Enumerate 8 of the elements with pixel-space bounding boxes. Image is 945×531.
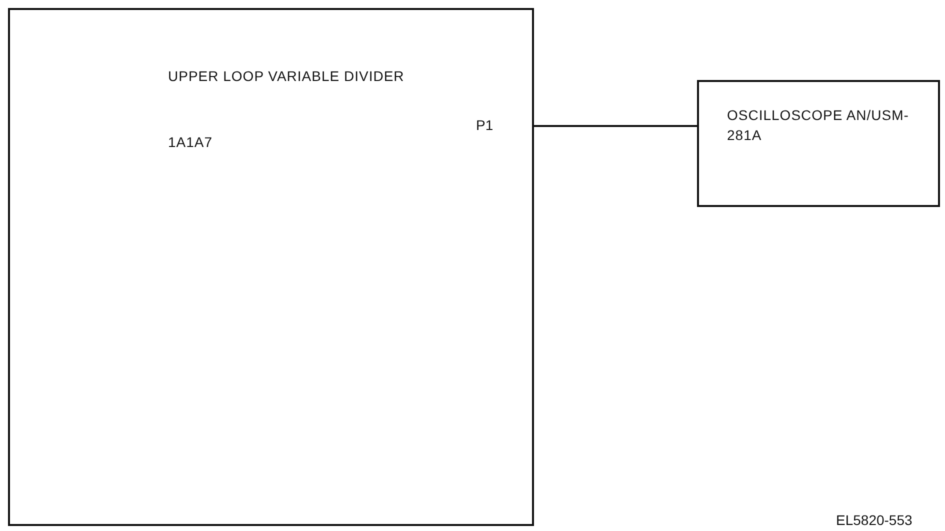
module-box <box>8 8 534 526</box>
box-title: OSCILLOSCOPE AN/USM-281A <box>727 106 910 145</box>
box-title: UPPER LOOP VARIABLE DIVIDER <box>168 67 406 86</box>
reference-designator: 1A1A7 <box>168 133 214 152</box>
pin-label: P1 <box>476 116 494 134</box>
figure-number: EL5820-553 <box>836 511 912 529</box>
connection-line <box>534 125 697 127</box>
instrument-box <box>697 80 940 207</box>
